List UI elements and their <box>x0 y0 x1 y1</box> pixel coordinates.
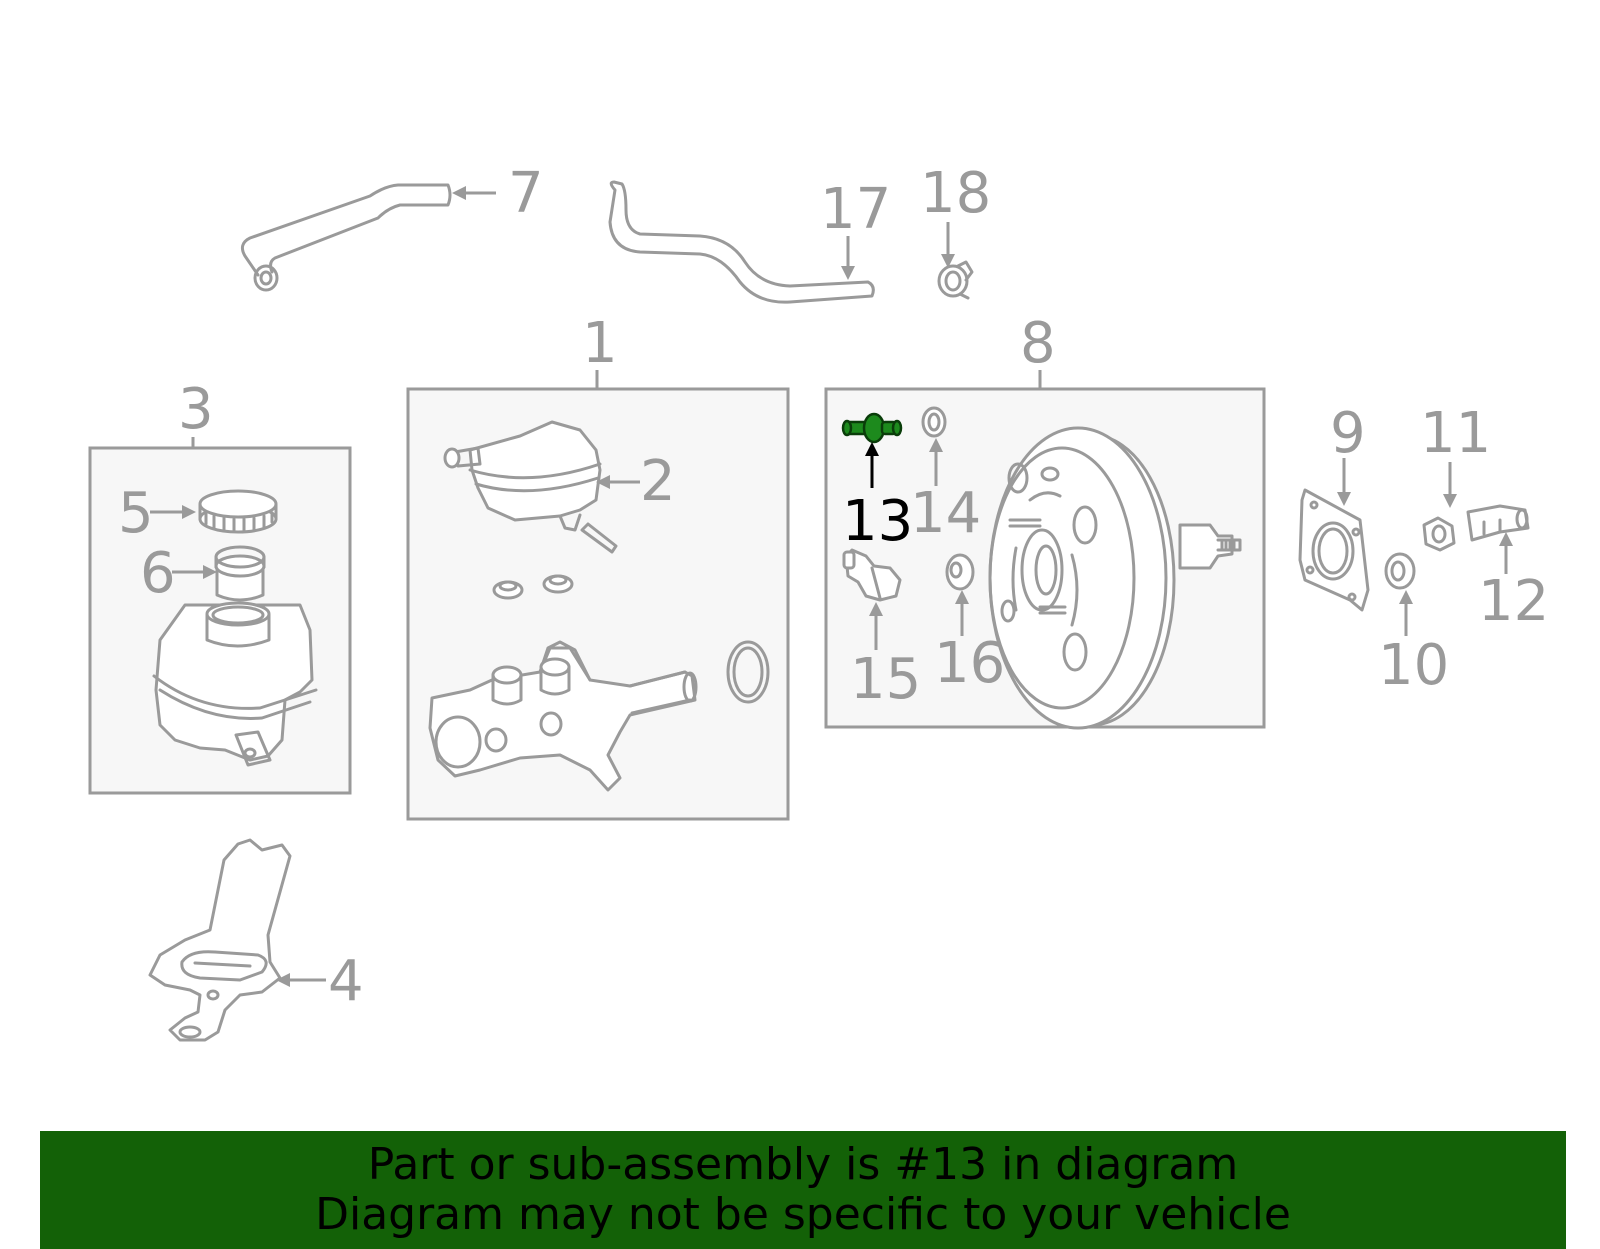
part-2-tank[interactable] <box>443 420 618 554</box>
banner-line-1: Part or sub-assembly is #13 in diagram <box>367 1139 1239 1190</box>
part-11-nut[interactable] <box>1422 516 1456 552</box>
part-18-clamp[interactable] <box>937 260 974 300</box>
part-15-fitting[interactable] <box>842 548 902 602</box>
banner-line-2: Diagram may not be specific to your vehi… <box>315 1189 1291 1240</box>
callout-4: 4 <box>328 949 364 1014</box>
part-7-hose[interactable] <box>240 183 452 292</box>
part-9-gasket[interactable] <box>1298 488 1370 612</box>
callout-6: 6 <box>140 541 176 606</box>
callout-12: 12 <box>1478 569 1549 634</box>
part-1-master-cylinder[interactable] <box>428 640 698 792</box>
part-10-nut[interactable] <box>1384 552 1416 590</box>
part-16-grommet[interactable] <box>945 553 975 591</box>
leader-arrows <box>150 186 1513 987</box>
grommet-seals <box>492 574 574 600</box>
part-5-cap[interactable] <box>198 489 278 534</box>
callout-2: 2 <box>640 449 676 514</box>
part-17-hose[interactable] <box>608 180 875 304</box>
callout-14: 14 <box>910 481 981 546</box>
part-8-brake-booster[interactable] <box>988 426 1242 730</box>
part-4-bracket[interactable] <box>148 838 292 1042</box>
callout-13-highlighted: 13 <box>842 489 913 554</box>
part-6-strainer[interactable] <box>214 545 266 602</box>
callout-5: 5 <box>118 481 154 546</box>
callout-3: 3 <box>178 377 214 442</box>
part-12-clevis[interactable] <box>1466 504 1530 542</box>
callout-7: 7 <box>508 161 544 226</box>
callout-16: 16 <box>934 631 1005 696</box>
part-3-reservoir[interactable] <box>152 601 318 767</box>
callout-10: 10 <box>1378 633 1449 698</box>
callout-9: 9 <box>1330 401 1366 466</box>
o-ring <box>726 640 770 704</box>
part-14-grommet[interactable] <box>921 406 947 438</box>
callout-1: 1 <box>582 311 618 376</box>
info-banner: Part or sub-assembly is #13 in diagram D… <box>40 1131 1566 1249</box>
callout-11: 11 <box>1420 401 1491 466</box>
callout-8: 8 <box>1020 311 1056 376</box>
callout-15: 15 <box>850 647 921 712</box>
part-13-check-valve[interactable] <box>841 412 903 444</box>
callout-17: 17 <box>820 177 891 242</box>
callout-18: 18 <box>920 161 991 226</box>
